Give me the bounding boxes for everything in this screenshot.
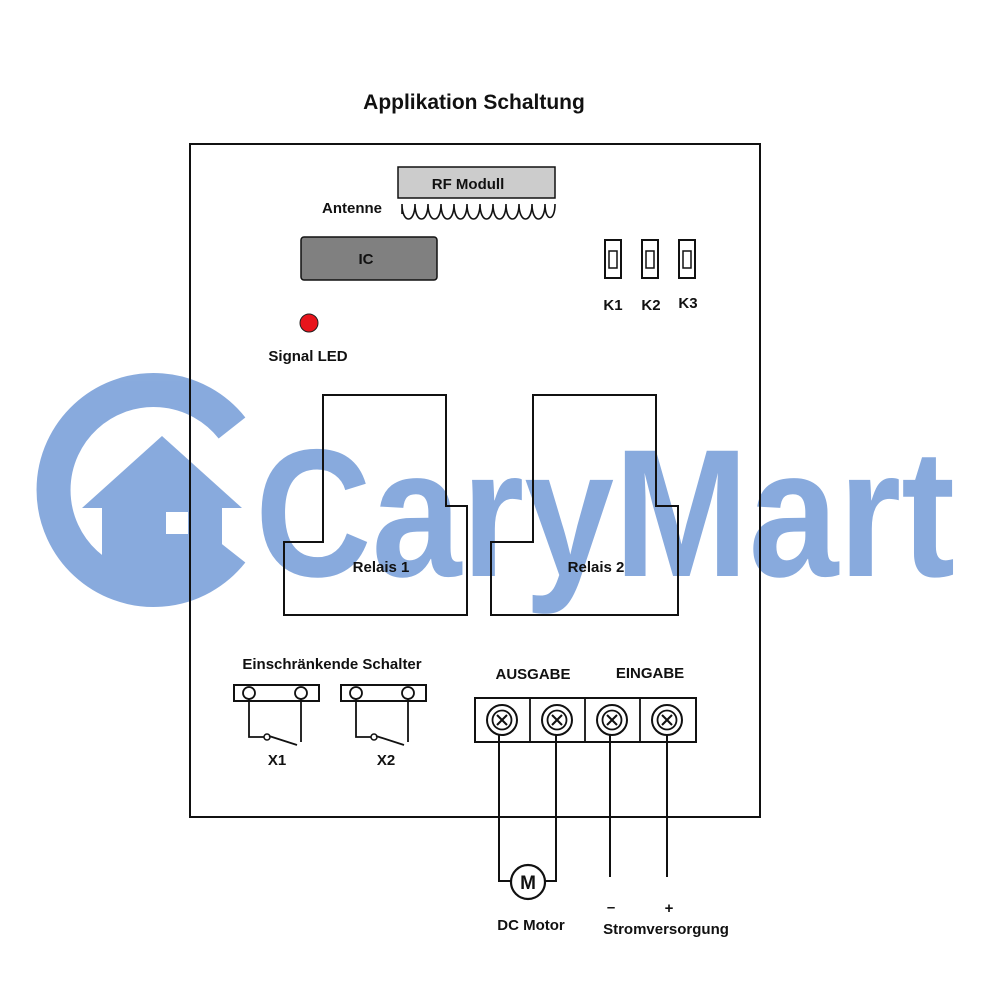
relay-1-outline <box>283 394 468 616</box>
terminal-screw-4-icon <box>651 704 683 736</box>
x1-wire-left <box>248 699 264 738</box>
antenna-coil <box>401 203 556 220</box>
ic-label: IC <box>359 251 374 268</box>
ic-chip: IC <box>300 236 438 281</box>
terminal-screw-1-icon <box>486 704 518 736</box>
rf-module: RF Modull Antenne <box>322 166 556 220</box>
negative-terminal-label: – <box>607 899 615 916</box>
switch-x1-label: X1 <box>268 752 286 769</box>
dc-motor-label: DC Motor <box>497 917 565 934</box>
signal-led: Signal LED <box>268 313 348 365</box>
relay-2-label: Relais 2 <box>568 559 625 576</box>
motor-symbol: M <box>520 873 536 894</box>
jumper-k3: K3 <box>678 239 698 312</box>
circuit-board <box>189 143 761 818</box>
jumper-k3-pin <box>682 250 692 269</box>
jumper-k2-label: K2 <box>641 297 660 314</box>
house-shape <box>82 436 242 576</box>
ic-body <box>300 236 438 281</box>
motor-wire-left <box>498 735 511 882</box>
x2-terminal-left <box>349 686 363 700</box>
input-label: EINGABE <box>616 665 684 682</box>
x2-switch-lever <box>375 735 405 746</box>
x1-switch-lever <box>268 735 298 746</box>
carymart-watermark: CaryMart <box>36 373 955 615</box>
x2-wire-left <box>355 699 371 738</box>
power-supply-label: Stromversorgung <box>603 921 729 938</box>
terminal-screw-3-icon <box>596 704 628 736</box>
x1-contact <box>263 733 271 741</box>
relay-1: Relais 1 <box>283 394 468 616</box>
jumper-k2: K2 <box>641 239 661 314</box>
terminal-block <box>474 697 697 743</box>
watermark-text: CaryMart <box>255 411 955 615</box>
switch-x2-label: X2 <box>377 752 395 769</box>
terminal-screw-2-icon <box>541 704 573 736</box>
diagram-title: Applikation Schaltung <box>363 91 585 114</box>
x1-terminal-right <box>294 686 308 700</box>
motor-wire-right <box>545 735 557 882</box>
signal-led-label: Signal LED <box>268 348 347 365</box>
jumper-k1-pin <box>608 250 618 269</box>
x1-terminal-left <box>242 686 256 700</box>
x2-contact <box>370 733 378 741</box>
led-icon <box>299 313 319 333</box>
relay-2-outline <box>490 394 679 616</box>
positive-terminal-label: + <box>665 900 674 917</box>
limit-switch-x2: X2 <box>340 684 427 769</box>
antenna-label: Antenne <box>322 200 382 217</box>
house-logo-icon <box>36 373 246 607</box>
jumper-k2-pin <box>645 250 655 269</box>
dc-motor: M DC Motor <box>497 863 565 934</box>
limit-switches-label: Einschränkende Schalter <box>242 656 421 673</box>
x2-terminal-right <box>401 686 415 700</box>
output-label: AUSGABE <box>495 666 570 683</box>
house-window <box>166 512 188 534</box>
rf-module-label: RF Modull <box>432 176 504 193</box>
rf-module-body <box>397 166 556 199</box>
logo-ring <box>36 373 246 607</box>
jumper-k3-label: K3 <box>678 295 697 312</box>
relay-1-label: Relais 1 <box>353 559 410 576</box>
motor-icon <box>509 863 547 901</box>
jumper-k1-label: K1 <box>603 297 622 314</box>
jumper-k1: K1 <box>603 239 623 314</box>
limit-switch-x1: X1 <box>233 684 320 769</box>
relay-2: Relais 2 <box>490 394 679 616</box>
